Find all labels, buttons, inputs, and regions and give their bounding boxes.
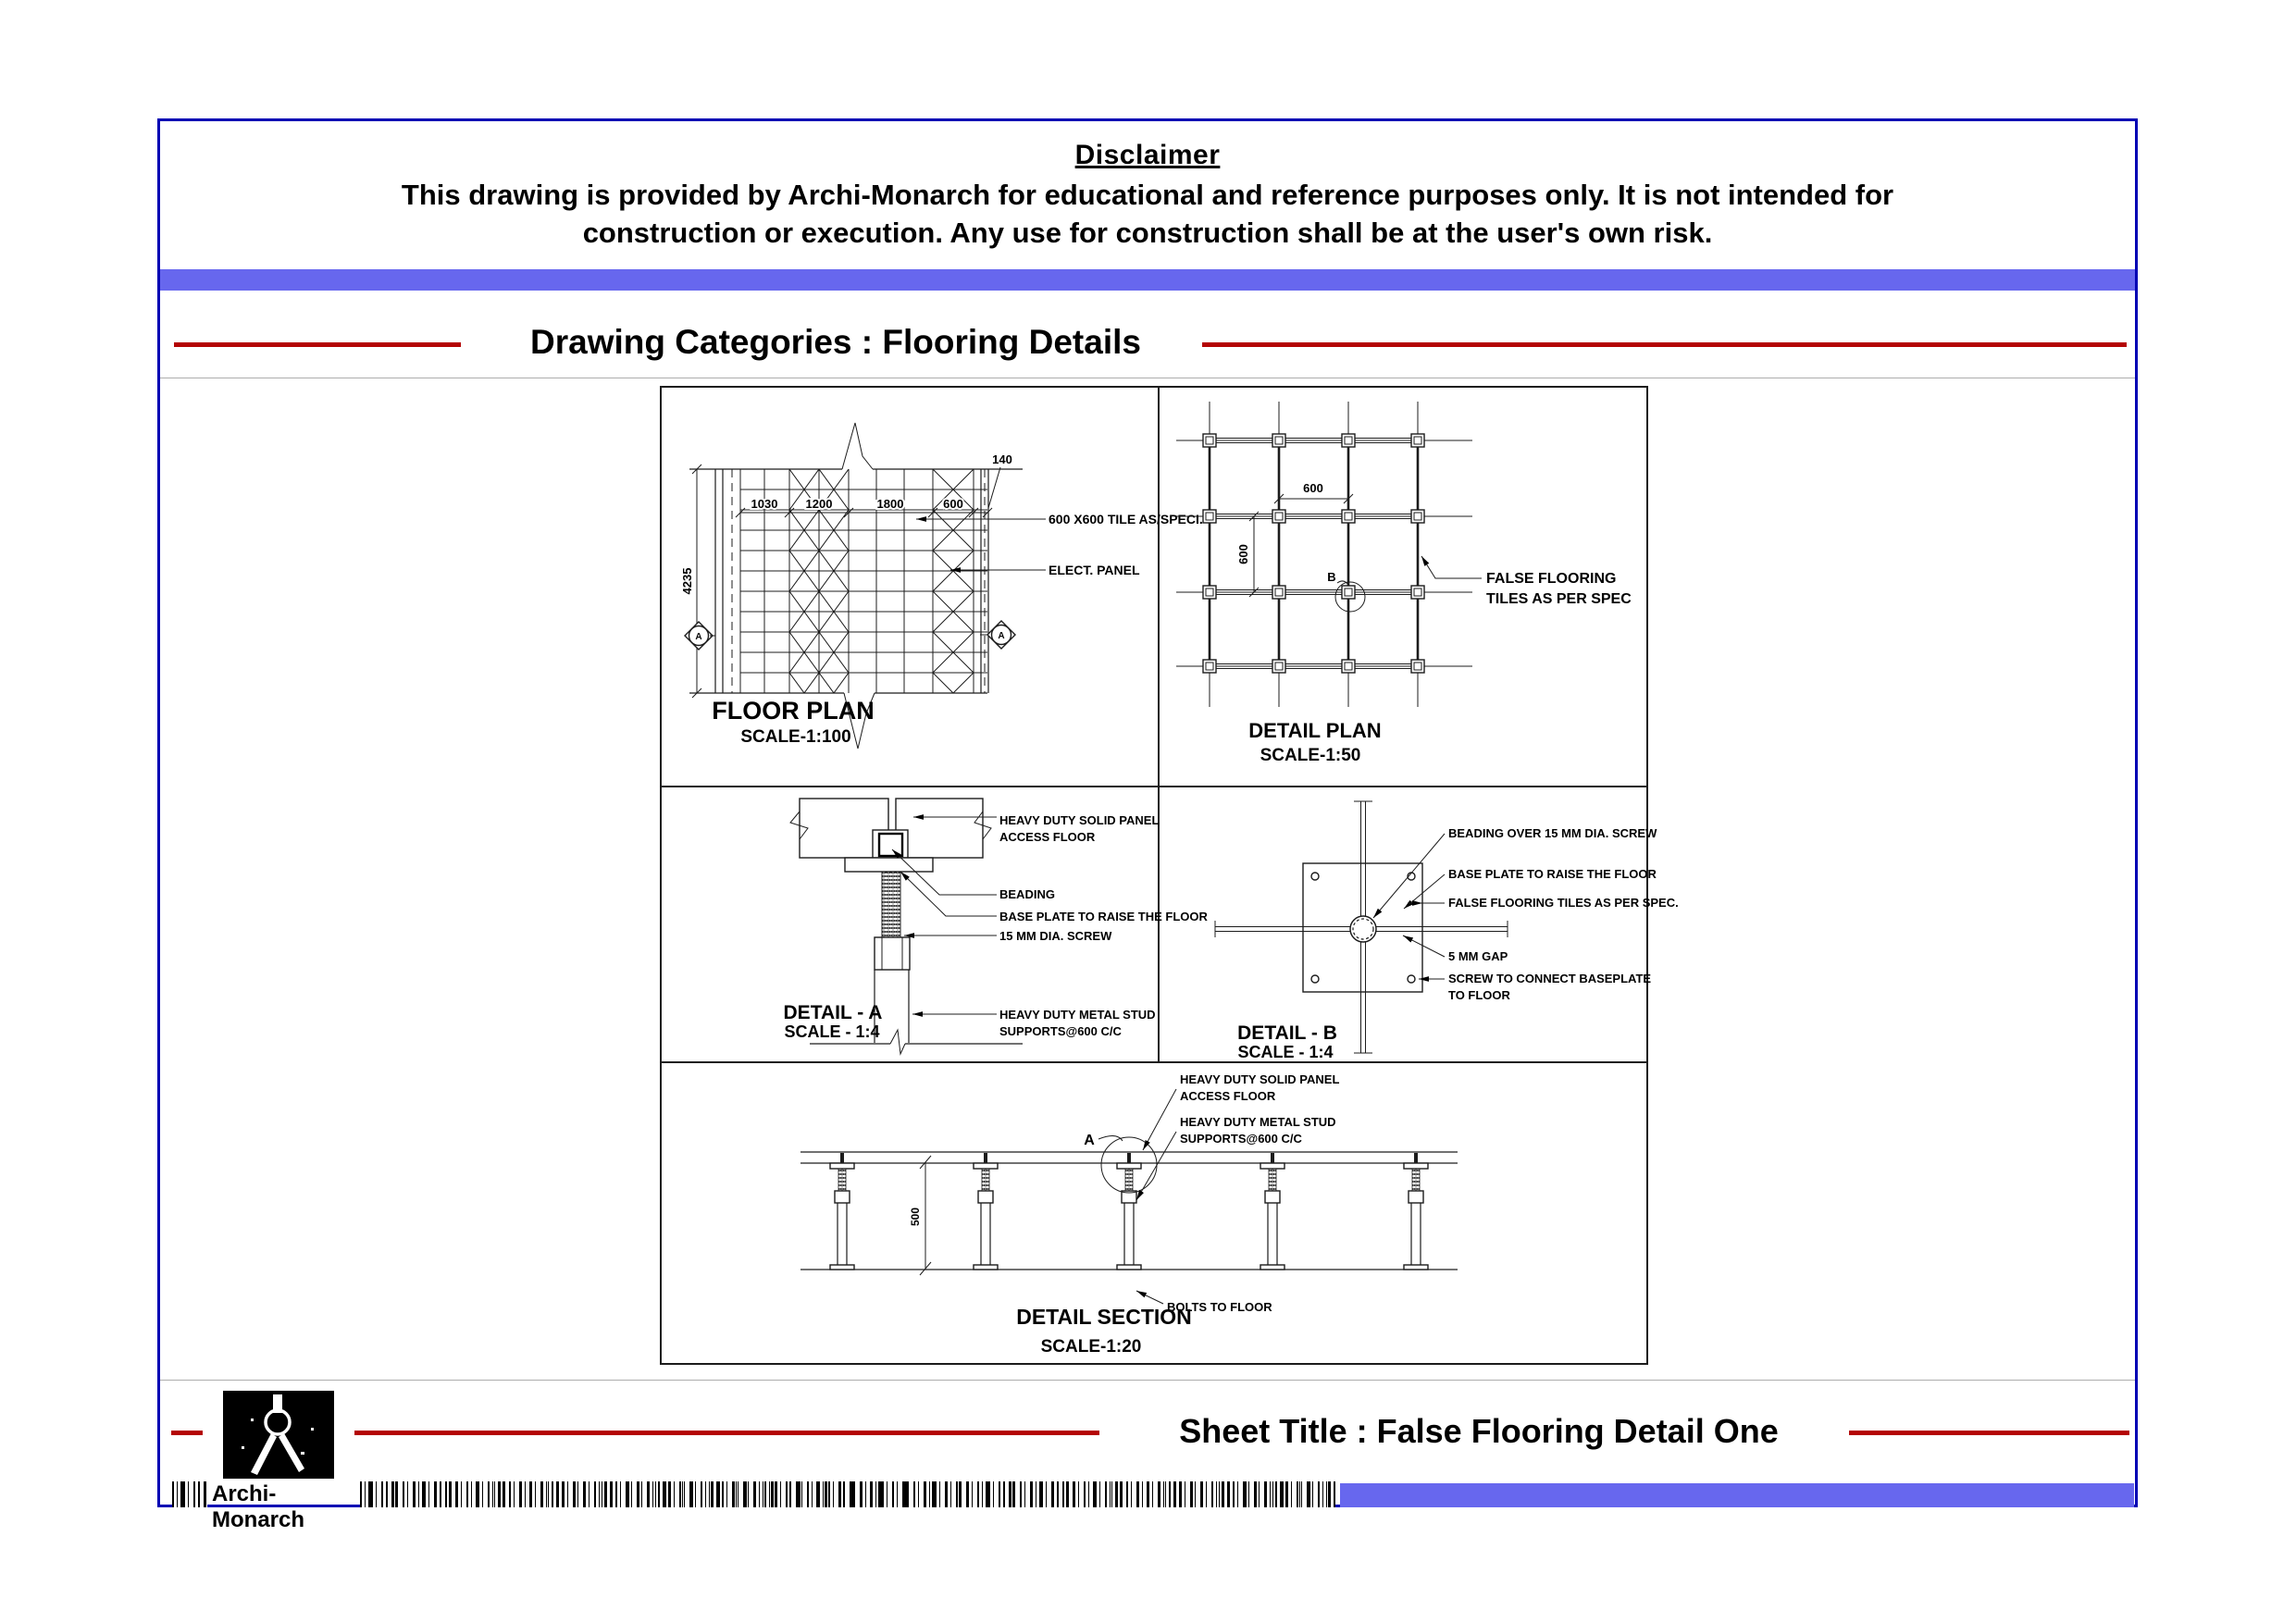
disclaimer-line-1: This drawing is provided by Archi-Monarc… — [401, 179, 1894, 211]
detail-b-screw-label-1: SCREW TO CONNECT BASEPLATE — [1448, 972, 1651, 985]
barcode-segment-main — [360, 1481, 1335, 1507]
detail-b-scale: SCALE - 1:4 — [1237, 1043, 1333, 1061]
detail-a-panel-label-2: ACCESS FLOOR — [999, 830, 1096, 844]
detail-section-geometry — [800, 1088, 1458, 1305]
section-panel-label-2: ACCESS FLOOR — [1180, 1089, 1276, 1103]
disclaimer-title: Disclaimer — [1074, 140, 1221, 170]
floor-plan-scale: SCALE-1:100 — [740, 727, 850, 747]
detail-a-screw-label: 15 MM DIA. SCREW — [999, 929, 1112, 943]
detail-a-baseplate-label: BASE PLATE TO RAISE THE FLOOR — [999, 910, 1208, 923]
detail-b-baseplate-label: BASE PLATE TO RAISE THE FLOOR — [1448, 867, 1657, 881]
dim-1200: 1200 — [806, 497, 833, 511]
dim-4235: 4235 — [680, 568, 694, 595]
drawing-area: 1030 1200 1800 600 140 4235 A A 600 X600… — [660, 386, 1679, 1365]
detail-b-tiles-label: FALSE FLOORING TILES AS PER SPEC. — [1448, 896, 1679, 910]
detail-a-beading-label: BEADING — [999, 887, 1055, 901]
pedestal-row-1 — [1202, 433, 1425, 448]
detail-b-callout: B — [1327, 570, 1335, 584]
detail-section-drawing: HEAVY DUTY SOLID PANEL ACCESS FLOOR HEAV… — [800, 1072, 1458, 1357]
header-accent-bar — [160, 269, 2135, 291]
detail-a-callout: A — [1084, 1133, 1095, 1148]
detail-b-beading-label: BEADING OVER 15 MM DIA. SCREW — [1448, 826, 1657, 840]
dim-1030: 1030 — [751, 497, 778, 511]
detail-a-scale: SCALE - 1:4 — [784, 1022, 879, 1041]
panel-divider-row1 — [662, 786, 1646, 787]
footer-separator-line — [160, 1380, 2135, 1381]
pedestal-section — [829, 1153, 1429, 1270]
tile-label: 600 X600 TILE AS/SPECI. — [1049, 512, 1203, 527]
pedestal-row-2 — [1202, 509, 1425, 524]
category-heading: Drawing Categories : Flooring Details — [530, 323, 1141, 361]
detail-section-title: DETAIL SECTION — [1016, 1305, 1192, 1329]
section-panel-label-1: HEAVY DUTY SOLID PANEL — [1180, 1072, 1339, 1086]
section-marker-right: A — [998, 631, 1004, 641]
footer-rule-dash — [171, 1431, 203, 1435]
dim-1800: 1800 — [877, 497, 904, 511]
panel-divider-row2 — [662, 1061, 1646, 1063]
disclaimer-line-2: construction or execution. Any use for c… — [582, 217, 1713, 249]
section-bolts-label: BOLTS TO FLOOR — [1167, 1300, 1272, 1314]
section-stud-label-2: SUPPORTS@600 C/C — [1180, 1132, 1302, 1146]
detail-plan-scale: SCALE-1:50 — [1260, 746, 1361, 765]
detail-a-drawing: HEAVY DUTY SOLID PANEL ACCESS FLOOR BEAD… — [784, 798, 1208, 1056]
detail-a-geometry — [789, 798, 1023, 1056]
heading-rule-right — [1202, 342, 2127, 347]
sheet-title: Sheet Title : False Flooring Detail One — [1179, 1412, 1779, 1450]
false-flooring-label-2: TILES AS PER SPEC — [1486, 591, 1632, 607]
brand-name: Archi-Monarch — [212, 1481, 305, 1532]
detail-b-screw-label-2: TO FLOOR — [1448, 988, 1511, 1002]
sheet-title-rule-left — [354, 1431, 1099, 1435]
dim-500: 500 — [909, 1208, 922, 1226]
compass-icon — [242, 1394, 314, 1475]
false-flooring-label-1: FALSE FLOORING — [1486, 571, 1616, 587]
archi-monarch-logo — [223, 1391, 334, 1479]
dim-600: 600 — [943, 497, 963, 511]
detail-a-stud-label-2: SUPPORTS@600 C/C — [999, 1024, 1122, 1038]
dim-140: 140 — [992, 452, 1012, 466]
dim-600-v: 600 — [1236, 544, 1250, 564]
footer-accent-bar — [1340, 1483, 2134, 1507]
barcode-segment-left — [172, 1481, 207, 1507]
detail-b-drawing: BEADING OVER 15 MM DIA. SCREW BASE PLATE… — [1214, 800, 1679, 1061]
section-marker-left: A — [695, 632, 701, 642]
detail-plan-title: DETAIL PLAN — [1248, 719, 1381, 742]
elect-panel-label: ELECT. PANEL — [1049, 563, 1140, 577]
detail-a-stud-label-1: HEAVY DUTY METAL STUD — [999, 1008, 1156, 1022]
detail-b-title: DETAIL - B — [1237, 1022, 1337, 1044]
panel-divider-vertical — [1158, 388, 1160, 1063]
floor-plan-title: FLOOR PLAN — [712, 697, 875, 725]
sheet-border: Disclaimer This drawing is provided by A… — [157, 118, 2138, 1532]
detail-a-panel-label-1: HEAVY DUTY SOLID PANEL — [999, 813, 1159, 827]
section-stud-label-1: HEAVY DUTY METAL STUD — [1180, 1115, 1336, 1129]
detail-plan-drawing: 600 600 B FALSE FLOORING TILES AS PER SP… — [1176, 402, 1632, 765]
pedestal-row-3 — [1202, 585, 1425, 600]
detail-a-title: DETAIL - A — [784, 1002, 883, 1023]
dim-600-h: 600 — [1303, 481, 1323, 495]
floor-plan-geometry — [684, 422, 1046, 750]
detail-section-scale: SCALE-1:20 — [1041, 1337, 1142, 1357]
detail-b-gap-label: 5 MM GAP — [1448, 949, 1508, 963]
floor-plan-drawing: 1030 1200 1800 600 140 4235 A A 600 X600… — [680, 422, 1203, 750]
detail-plan-geometry — [1176, 402, 1482, 707]
sheet-title-rule-right — [1849, 1431, 2129, 1435]
heading-rule-left — [174, 342, 461, 347]
detail-b-geometry — [1214, 800, 1508, 1054]
pedestal-row-4 — [1202, 659, 1425, 674]
